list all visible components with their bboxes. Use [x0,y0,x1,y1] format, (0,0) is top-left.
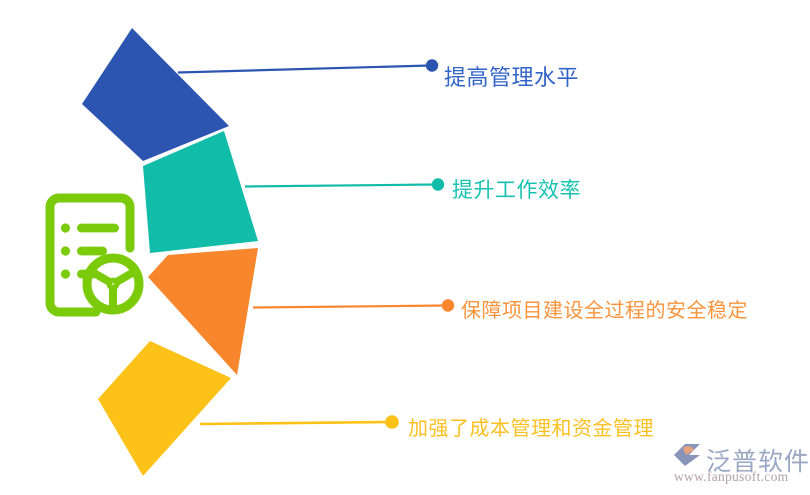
clipboard-row3-dot [60,269,71,279]
step-shape-3-orange[interactable] [148,248,258,375]
watermark-brand: 泛普软件 [706,447,810,476]
connector-line-4 [199,420,391,426]
step-label-2: 提升工作效率 [452,179,581,202]
connector-line-2 [244,183,437,188]
steering-wheel-spoke-left [86,267,113,286]
step-shape-1-blue[interactable] [82,28,229,161]
step-label-4: 加强了成本管理和资金管理 [408,418,654,440]
bullet-dot-2 [431,178,445,191]
connector-line-1 [177,64,431,74]
steering-wheel-spoke-right [113,267,140,286]
bullet-dot-4 [385,415,399,429]
clipboard-row2-bar [77,246,107,256]
step-shape-4-yellow[interactable] [98,341,231,476]
watermark: 泛普软件 www.fanpusoft.com [672,440,809,492]
clipboard-top-edge [45,193,135,253]
clipboard-left-edge [45,202,101,317]
bullet-dot-1 [425,59,439,72]
clipboard-row1-bar [77,223,119,233]
connector-line-3 [252,304,447,309]
clipboard-steering-wheel-icon [45,193,144,317]
step-label-1: 提高管理水平 [444,65,580,90]
watermark-url: www.fanpusoft.com [674,469,789,484]
logo-mark-accent [683,446,694,455]
step-shape-2-teal[interactable] [143,131,258,253]
clipboard-row1-dot [60,223,71,233]
step-label-3: 保障项目建设全过程的安全稳定 [461,300,748,322]
clipboard-row2-dot [60,246,71,256]
fanpu-logo-icon [674,444,700,466]
bullet-dot-3 [441,299,455,312]
